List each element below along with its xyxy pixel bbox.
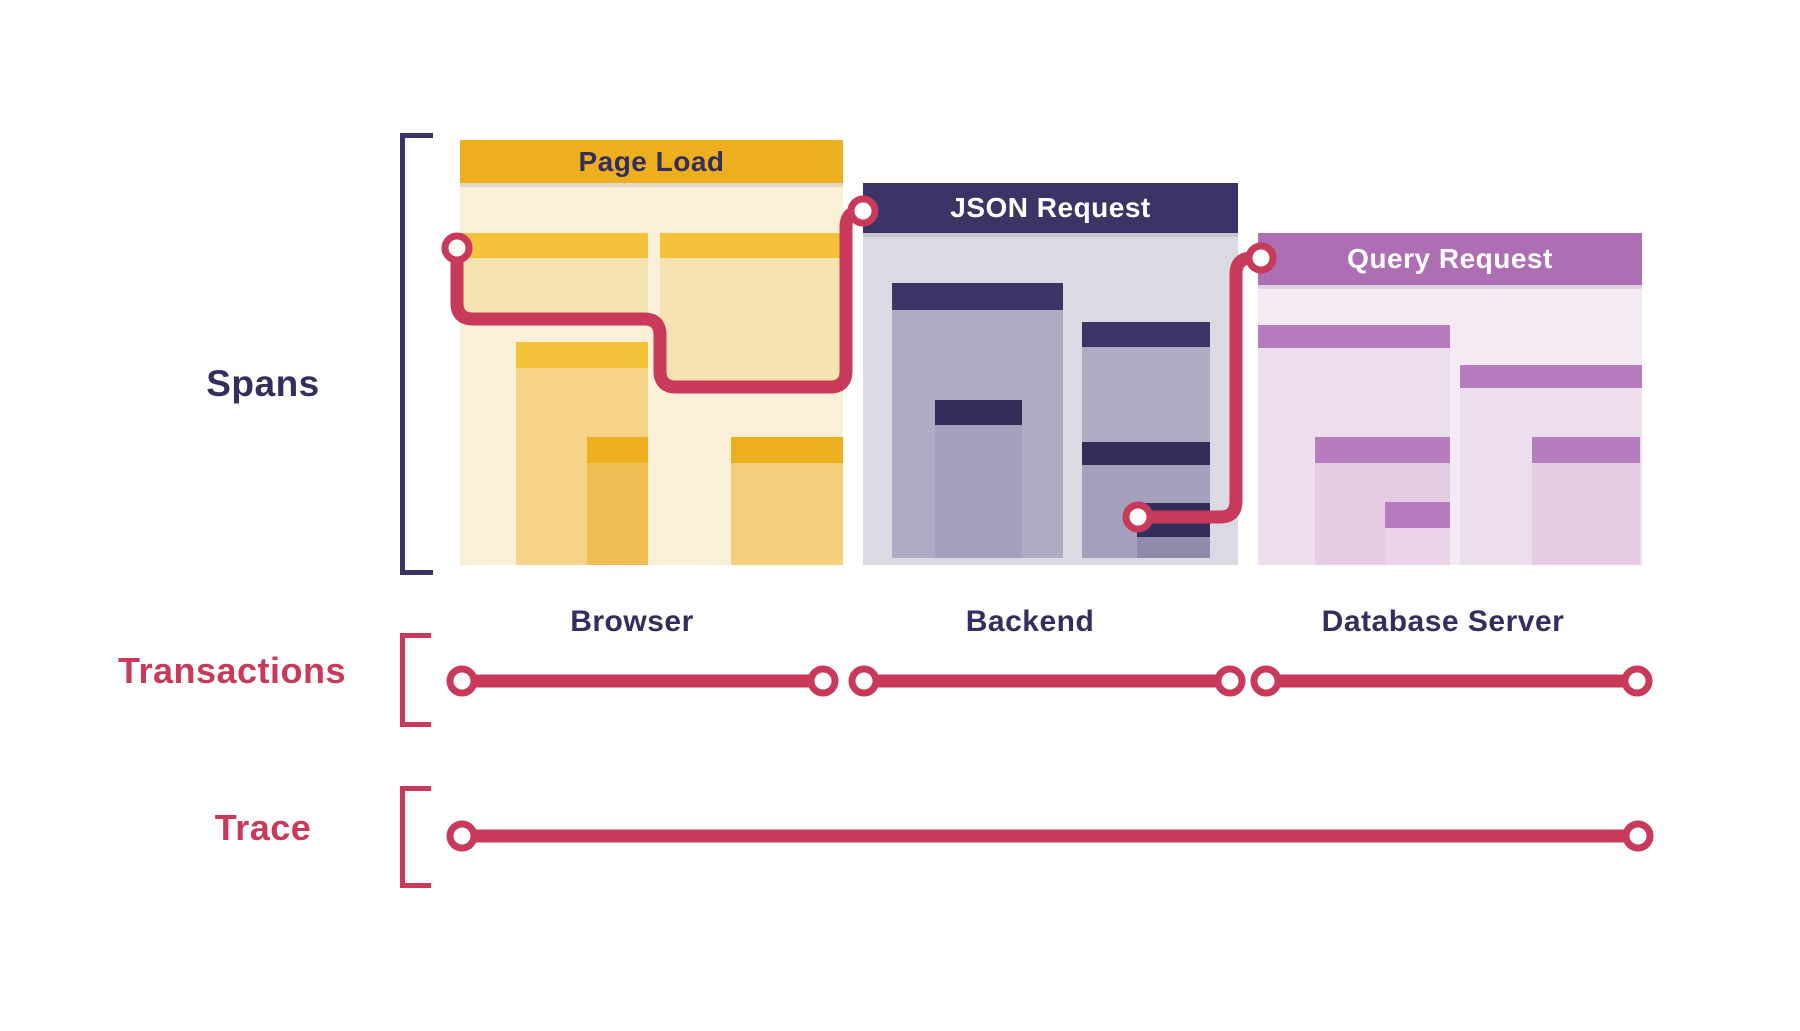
- span-bar-body: [731, 463, 843, 565]
- transactions-bracket: [400, 633, 431, 727]
- span-bar-header: [516, 342, 648, 368]
- trace-endpoint-marker: [1622, 820, 1654, 852]
- spans-bracket: [400, 133, 433, 575]
- span-bar-body: [1137, 537, 1210, 558]
- span-bar-header: [1532, 437, 1640, 463]
- span-bar-body: [460, 258, 648, 320]
- span-bar-header: [1315, 437, 1450, 463]
- span-bar-body: [935, 425, 1022, 558]
- trace-row-label: Trace: [214, 807, 312, 848]
- span-block-title: Query Request: [1258, 233, 1642, 285]
- span-block-query-request: Query Request: [1258, 233, 1642, 565]
- span-bar-header: [892, 283, 1063, 310]
- transaction-endpoint-marker: [807, 665, 839, 697]
- service-label-database-server: Database Server: [1321, 605, 1565, 638]
- span-block-page-load: Page Load: [460, 140, 843, 565]
- span-bar-header: [1082, 322, 1210, 347]
- transactions-row-label: Transactions: [117, 650, 347, 691]
- transaction-endpoint-marker: [848, 665, 880, 697]
- span-bar-header: [1460, 365, 1642, 388]
- span-bar-header: [587, 437, 648, 463]
- transaction-endpoint-marker: [1214, 665, 1246, 697]
- service-label-backend: Backend: [965, 605, 1095, 638]
- span-bar-body: [660, 258, 843, 390]
- transaction-endpoint-marker: [1621, 665, 1653, 697]
- transaction-endpoint-marker: [446, 665, 478, 697]
- span-block-title: JSON Request: [863, 183, 1238, 233]
- spans-row-label: Spans: [206, 363, 320, 404]
- span-bar-body: [587, 463, 648, 565]
- span-bar-body: [1385, 528, 1450, 565]
- service-label-browser: Browser: [570, 605, 694, 638]
- span-bar-header: [935, 400, 1022, 425]
- span-block-json-request: JSON Request: [863, 183, 1238, 565]
- span-bar-header: [1082, 442, 1210, 465]
- transaction-endpoint-marker: [1250, 665, 1282, 697]
- span-bar-header: [660, 233, 843, 258]
- span-bar-header: [1385, 502, 1450, 528]
- span-block-title: Page Load: [460, 140, 843, 183]
- span-bar-header: [460, 233, 648, 258]
- span-bar-header: [731, 437, 843, 463]
- trace-bracket: [400, 786, 431, 888]
- trace-endpoint-marker: [446, 820, 478, 852]
- span-bar-header: [1137, 503, 1210, 537]
- span-bar-body: [1532, 463, 1640, 565]
- span-bar-header: [1258, 325, 1450, 348]
